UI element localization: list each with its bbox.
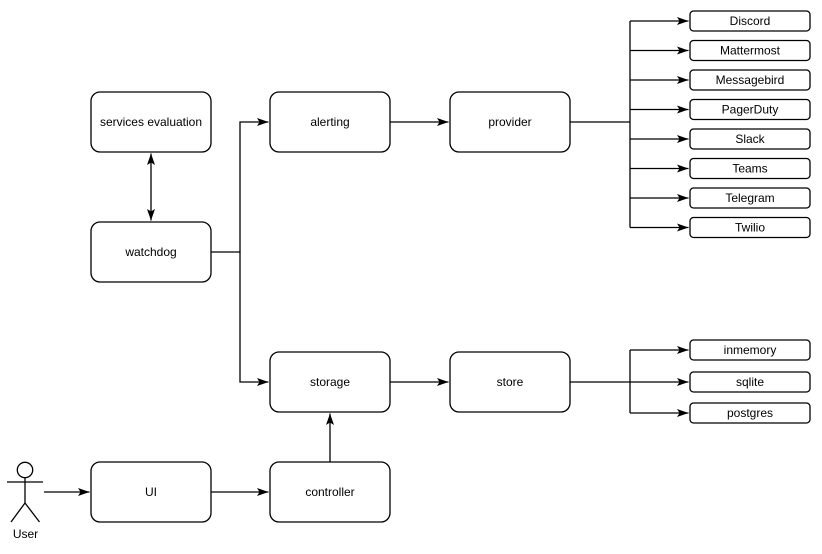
leaf-teams: Teams — [689, 157, 811, 180]
node-ui-label: UI — [145, 485, 157, 499]
node-services-evaluation: services evaluation — [90, 91, 212, 153]
edge-store-fanout-trunk — [570, 350, 631, 413]
leaf-pagerduty-label: PagerDuty — [722, 103, 779, 117]
leaf-slack-box — [689, 128, 811, 150]
edge-provider-fanout-trunk — [570, 21, 631, 228]
node-provider-label: provider — [488, 115, 531, 129]
leaf-mattermost-label: Mattermost — [720, 44, 781, 58]
node-services-evaluation-box — [90, 91, 212, 153]
leaf-pagerduty: PagerDuty — [689, 98, 811, 121]
node-storage-box — [269, 351, 391, 413]
leaf-messagebird: Messagebird — [689, 69, 811, 91]
leaf-sqlite-label: sqlite — [736, 375, 764, 389]
node-store: store — [449, 351, 571, 413]
node-alerting: alerting — [269, 91, 391, 153]
provider-leaves-layer: Discord Mattermost Messagebird PagerDuty… — [689, 10, 811, 239]
node-store-box — [449, 351, 571, 413]
leaf-mattermost: Mattermost — [689, 39, 811, 62]
leaf-discord: Discord — [689, 10, 811, 32]
leaf-sqlite-box — [689, 371, 811, 393]
leaf-telegram-box — [689, 187, 811, 209]
leaf-postgres-label: postgres — [727, 406, 773, 420]
node-provider: provider — [449, 91, 571, 153]
leaf-inmemory: inmemory — [689, 339, 811, 361]
leaf-pagerduty-box — [689, 98, 811, 121]
leaf-twilio: Twilio — [689, 216, 811, 239]
edge-watchdog-alerting — [211, 118, 269, 253]
leaf-teams-box — [689, 157, 811, 180]
leaf-twilio-box — [689, 216, 811, 239]
leaf-slack-label: Slack — [735, 132, 765, 146]
leaf-mattermost-box — [689, 39, 811, 62]
node-watchdog-label: watchdog — [124, 245, 176, 259]
node-controller: controller — [269, 461, 391, 523]
leaf-twilio-label: Twilio — [735, 221, 765, 235]
node-watchdog-box — [90, 221, 212, 283]
node-services-evaluation-label: services evaluation — [100, 115, 202, 129]
node-provider-box — [449, 91, 571, 153]
leaf-telegram-label: Telegram — [725, 191, 774, 205]
node-alerting-box — [269, 91, 391, 153]
leaf-slack: Slack — [689, 128, 811, 150]
node-ui: UI — [90, 461, 212, 523]
actor-user: User — [7, 461, 43, 541]
leaf-inmemory-label: inmemory — [724, 343, 777, 357]
edges-layer — [44, 17, 689, 496]
leaf-teams-label: Teams — [732, 162, 767, 176]
node-store-label: store — [497, 375, 524, 389]
leaf-telegram: Telegram — [689, 187, 811, 209]
leaf-sqlite: sqlite — [689, 371, 811, 393]
node-controller-box — [269, 461, 391, 523]
leaf-messagebird-box — [689, 69, 811, 91]
leaf-discord-box — [689, 10, 811, 32]
actor-user-label: User — [13, 527, 38, 541]
leaf-discord-label: Discord — [730, 14, 771, 28]
node-watchdog: watchdog — [90, 221, 212, 283]
leaf-postgres-box — [689, 402, 811, 424]
edge-watchdog-storage — [239, 252, 269, 386]
leaf-postgres: postgres — [689, 402, 811, 424]
node-storage-label: storage — [310, 375, 350, 389]
store-leaves-layer: inmemory sqlite postgres — [689, 339, 811, 424]
leaf-messagebird-label: Messagebird — [716, 73, 785, 87]
leaf-inmemory-box — [689, 339, 811, 361]
node-alerting-label: alerting — [310, 115, 349, 129]
node-ui-box — [90, 461, 212, 523]
node-storage: storage — [269, 351, 391, 413]
nodes-layer: services evaluation watchdog alerting pr… — [90, 91, 571, 523]
node-controller-label: controller — [305, 485, 354, 499]
actor-legs-icon — [10, 502, 41, 523]
actor-head-icon — [16, 461, 34, 479]
